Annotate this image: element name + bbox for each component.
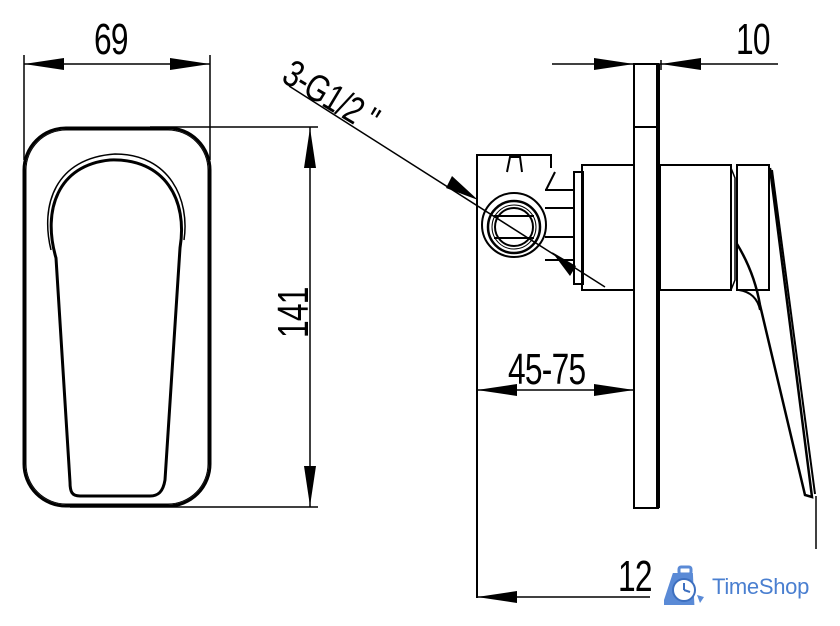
width-dimension-label: 69 [94,15,129,64]
wall-depth-range-label: 45-75 [508,345,586,394]
lever-handle-side [735,167,814,499]
clock-bag-icon [662,565,708,609]
cover-plate-outline [22,126,212,508]
dimension-arrows-front [24,58,316,506]
lever-handle-outline [49,158,183,498]
plate-thickness-label: 10 [736,15,771,64]
dimension-arrows-side [446,58,701,603]
watermark-logo: TimeShop [662,565,810,609]
front-view [22,55,318,508]
inlet-port [481,192,547,258]
height-dimension-label: 141 [269,287,318,338]
side-view [288,60,817,598]
wall-plate [633,63,659,509]
brand-name: TimeShop [712,574,810,599]
overall-depth-label: 12 [618,552,653,601]
